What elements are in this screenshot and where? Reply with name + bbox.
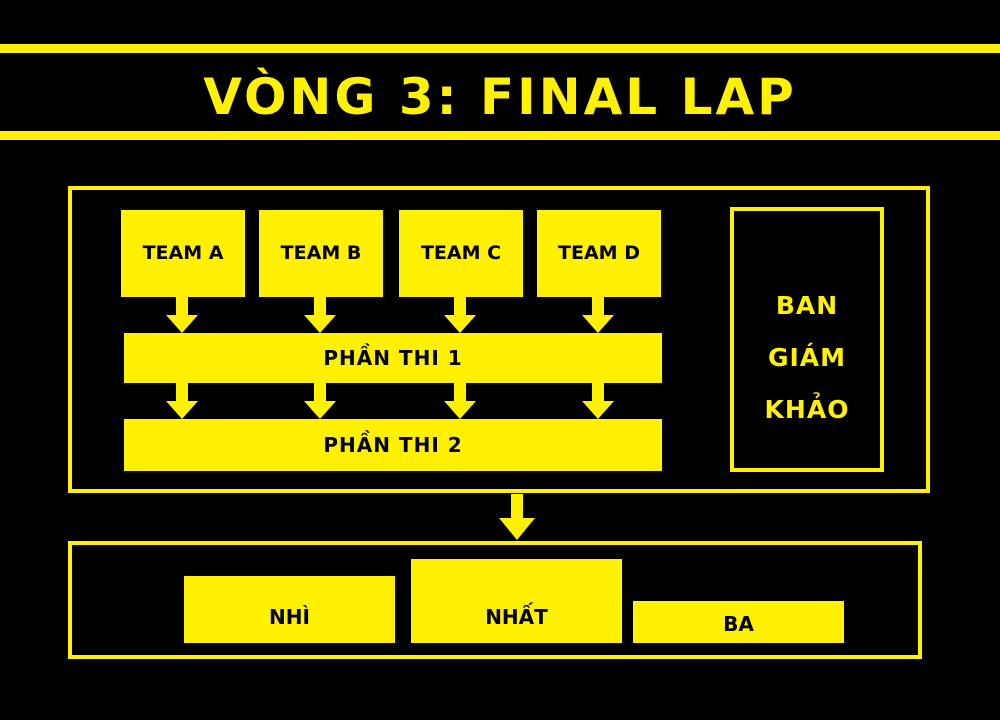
arrow-down-icon: [166, 383, 198, 419]
team-d-box: TEAM D: [537, 210, 661, 297]
podium-third-place: BA: [633, 601, 844, 643]
arrow-down-icon: [499, 494, 535, 540]
judges-panel: [730, 207, 884, 472]
podium-third-label: BA: [723, 612, 754, 636]
team-c-box: TEAM C: [399, 210, 523, 297]
phase-1-bar: PHẦN THI 1: [124, 333, 662, 383]
judges-label-line-1: BAN: [775, 291, 839, 320]
arrow-down-icon: [304, 383, 336, 419]
podium-first-place: NHẤT: [411, 559, 622, 643]
arrow-down-icon: [444, 297, 476, 333]
title-top-rule: [0, 44, 1000, 53]
team-a-box: TEAM A: [121, 210, 245, 297]
podium-second-label: NHÌ: [269, 605, 310, 629]
arrow-down-icon: [582, 297, 614, 333]
judges-label-line-3: KHẢO: [764, 395, 850, 424]
phase-2-bar: PHẦN THI 2: [124, 419, 662, 471]
competition-frame: [68, 186, 930, 493]
arrow-down-icon: [444, 383, 476, 419]
title-bottom-rule: [0, 131, 1000, 140]
podium-frame: [68, 541, 922, 659]
podium-second-place: NHÌ: [184, 576, 395, 643]
judges-label-line-2: GIÁM: [767, 343, 847, 372]
arrow-down-icon: [304, 297, 336, 333]
arrow-down-icon: [582, 383, 614, 419]
arrow-down-icon: [166, 297, 198, 333]
judges-label: BAN GIÁM KHẢO: [735, 280, 879, 436]
team-b-box: TEAM B: [259, 210, 383, 297]
page-title: VÒNG 3: FINAL LAP: [203, 68, 797, 126]
podium-first-label: NHẤT: [485, 605, 548, 629]
